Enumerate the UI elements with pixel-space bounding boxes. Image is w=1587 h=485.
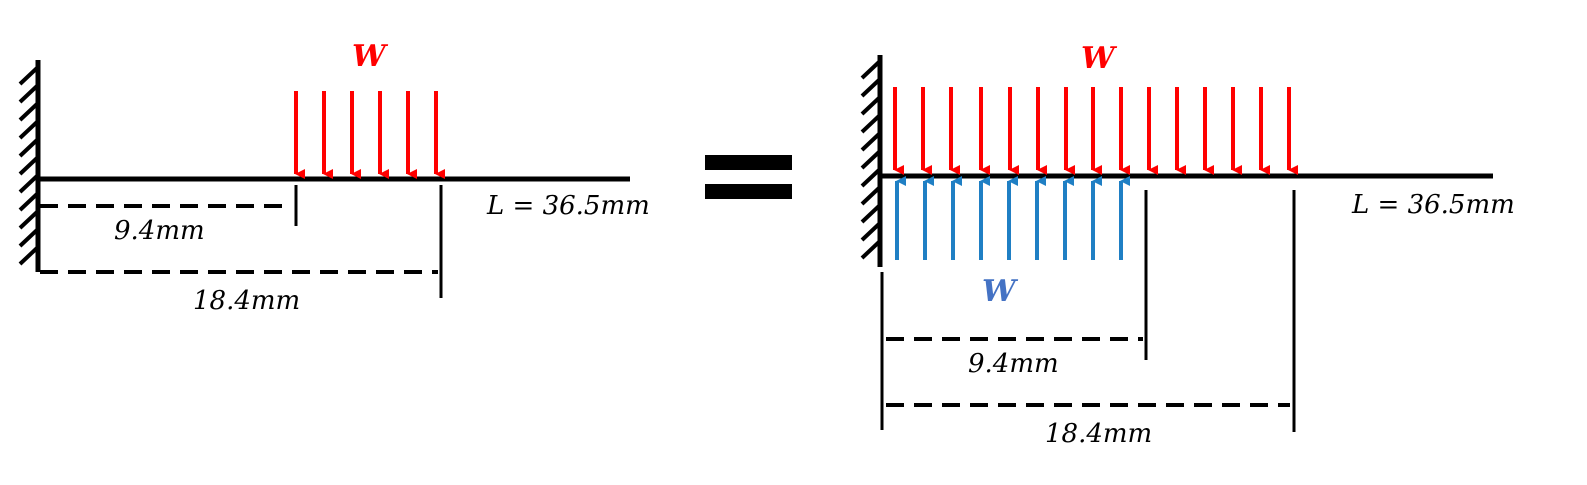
equals-sign xyxy=(705,155,792,199)
wall-hatch-line xyxy=(860,60,881,80)
wall-hatch-line xyxy=(860,222,881,242)
wall-hatch-line xyxy=(860,168,881,188)
right-diagram: W W L = 36.5mm 9.4mm 18.4mm xyxy=(860,41,1515,449)
left-dimension-inner xyxy=(40,185,298,226)
left-diagram: W L = 36.5mm 9.4mm 18.4mm xyxy=(18,39,650,316)
wall-hatch-line xyxy=(18,156,39,176)
wall-hatch-line xyxy=(860,96,881,116)
wall-hatch-line xyxy=(18,210,39,230)
left-load-label: W xyxy=(352,39,389,74)
left-wall-support xyxy=(18,60,41,272)
right-length-label: L = 36.5mm xyxy=(1351,190,1515,220)
right-dim-outer-label: 18.4mm xyxy=(1045,419,1152,449)
right-dimension-outer xyxy=(886,190,1296,432)
wall-hatch-line xyxy=(18,228,39,248)
wall-hatch-line xyxy=(18,138,39,158)
right-dimension-inner xyxy=(886,190,1148,360)
wall-hatch-line xyxy=(18,192,39,212)
left-distributed-load-arrows xyxy=(294,91,445,179)
wall-hatch-line xyxy=(18,174,39,194)
right-upward-load-arrows xyxy=(895,176,1130,260)
wall-hatch-line xyxy=(18,120,39,140)
wall-hatch-line xyxy=(860,78,881,98)
wall-hatch-line xyxy=(860,240,881,260)
right-down-load-label: W xyxy=(1081,41,1118,76)
right-dim-inner-label: 9.4mm xyxy=(968,349,1059,379)
wall-hatch-line xyxy=(18,66,39,86)
left-length-label: L = 36.5mm xyxy=(486,191,650,221)
right-up-load-label: W xyxy=(982,274,1019,309)
left-dimension-outer xyxy=(40,185,443,298)
wall-hatch-line xyxy=(18,246,39,266)
wall-hatch-line xyxy=(860,114,881,134)
right-downward-load-arrows xyxy=(893,87,1298,175)
wall-hatch-line xyxy=(860,186,881,206)
right-wall-support xyxy=(860,55,883,267)
wall-hatch-line xyxy=(860,204,881,224)
left-dim-inner-label: 9.4mm xyxy=(114,216,205,246)
wall-hatch-line xyxy=(18,102,39,122)
left-dim-outer-label: 18.4mm xyxy=(193,286,300,316)
wall-hatch-line xyxy=(860,132,881,152)
wall-hatch-line xyxy=(860,150,881,170)
wall-hatch-line xyxy=(18,84,39,104)
